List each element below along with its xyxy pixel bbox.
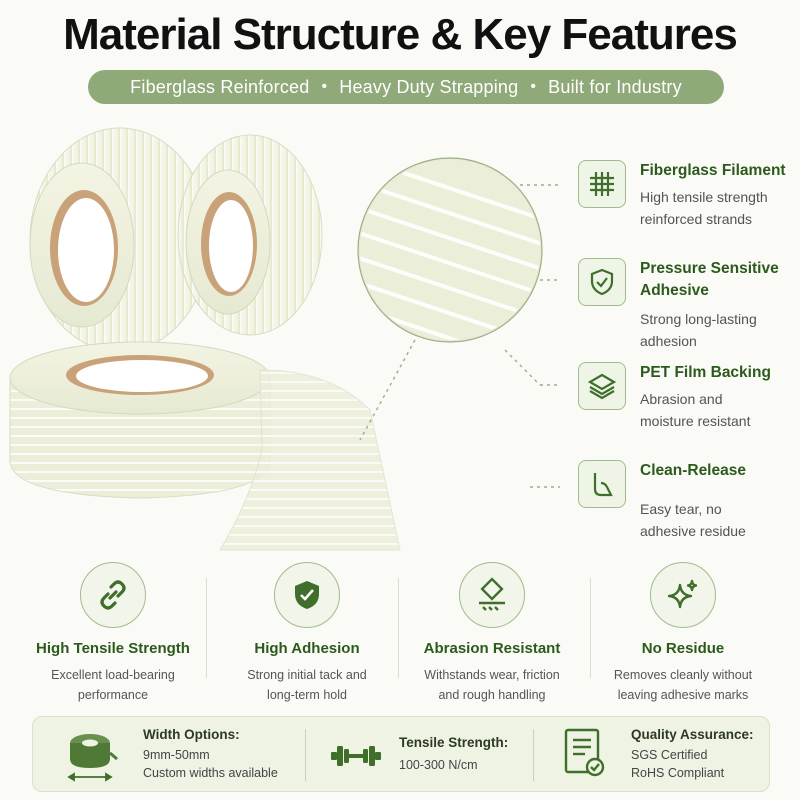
spec-width-options: Width Options: 9mm-50mm Custom widths av… — [61, 717, 311, 793]
spec-tensile-strength: Tensile Strength: 100-300 N/cm — [329, 717, 539, 793]
spec-quality-assurance: Quality Assurance: SGS Certified RoHS Co… — [563, 717, 768, 793]
badge-title: High Adhesion — [254, 640, 360, 657]
zoom-connector-line — [359, 339, 416, 441]
tape-roll-back-left — [29, 127, 211, 353]
spec-bar: Width Options: 9mm-50mm Custom widths av… — [32, 716, 770, 792]
tape-strip — [219, 369, 401, 551]
badge-row: High Tensile Strength Excellent load-bea… — [0, 562, 800, 702]
layers-icon — [578, 362, 626, 410]
badge-desc: Withstands wear, friction and rough hand… — [397, 665, 587, 705]
feature-desc-line: moisture resistant — [640, 413, 751, 429]
badge-high-tensile-strength: High Tensile Strength Excellent load-bea… — [18, 562, 208, 705]
feature-title: Pressure Sensitive Adhesive — [640, 258, 800, 302]
shield-check-icon — [578, 258, 626, 306]
feature-desc-line: adhesive residue — [640, 523, 746, 539]
spec-line: RoHS Compliant — [631, 766, 725, 780]
spec-title: Width Options: — [143, 727, 240, 742]
feature-desc-line: Strong long-lasting — [640, 311, 757, 327]
feature-desc: Easy tear, no adhesive residue — [640, 498, 790, 542]
tagline-separator: • — [530, 78, 537, 95]
tagline-separator: • — [321, 78, 328, 95]
badge-desc-line: Excellent load-bearing — [51, 668, 175, 682]
feature-desc-line: Abrasion and — [640, 391, 723, 407]
divider — [533, 729, 534, 781]
tape-roll-front — [9, 341, 271, 499]
feature-desc: Strong long-lasting adhesion — [640, 308, 790, 352]
spec-text: Width Options: 9mm-50mm Custom widths av… — [143, 727, 313, 780]
feature-desc-line: reinforced strands — [640, 211, 753, 227]
spec-line: Custom widths available — [143, 766, 278, 780]
badge-desc: Removes cleanly without leaving adhesive… — [588, 665, 778, 705]
abrasion-icon — [459, 562, 525, 628]
divider — [398, 578, 399, 678]
badge-desc-line: and rough handling — [438, 688, 546, 702]
zoom-detail-circle — [357, 157, 543, 343]
grid-icon — [578, 160, 626, 208]
badge-high-adhesion: High Adhesion Strong initial tack and lo… — [212, 562, 402, 705]
feature-desc-line: adhesion — [640, 333, 697, 349]
feature-title-line: Adhesive — [640, 282, 709, 299]
spec-title: Quality Assurance: — [631, 727, 754, 742]
spec-text: Tensile Strength: 100-300 N/cm — [399, 735, 539, 772]
shield-check-icon — [274, 562, 340, 628]
badge-title: No Residue — [641, 640, 725, 657]
spec-line: 9mm-50mm — [143, 748, 210, 762]
tape-roll-icon — [61, 729, 119, 788]
chain-link-icon — [80, 562, 146, 628]
tagline-item: Fiberglass Reinforced — [130, 76, 310, 97]
dumbbell-icon — [329, 741, 383, 776]
badge-desc-line: long-term hold — [267, 688, 347, 702]
tagline-bar: Fiberglass Reinforced • Heavy Duty Strap… — [88, 70, 724, 104]
badge-title: High Tensile Strength — [36, 640, 190, 657]
feature-title-line: Pressure Sensitive — [640, 260, 779, 277]
feature-desc-line: High tensile strength — [640, 189, 768, 205]
badge-title: Abrasion Resistant — [423, 640, 561, 657]
feature-title: Clean-Release — [640, 462, 746, 479]
tape-product-image — [9, 127, 560, 551]
sparkle-icon — [650, 562, 716, 628]
badge-desc-line: performance — [77, 688, 149, 702]
spec-title: Tensile Strength: — [399, 735, 509, 750]
badge-desc-line: Withstands wear, friction — [424, 668, 560, 682]
badge-desc: Excellent load-bearing performance — [18, 665, 208, 705]
divider — [590, 578, 591, 678]
callout-line — [504, 349, 541, 386]
feature-title: PET Film Backing — [640, 364, 771, 381]
feature-title: Fiberglass Filament — [640, 162, 786, 179]
tape-roll-back-right — [177, 134, 323, 336]
certificate-icon — [563, 727, 607, 788]
badge-desc-line: Strong initial tack and — [247, 668, 367, 682]
badge-desc-line: leaving adhesive marks — [617, 688, 749, 702]
spec-line: 100-300 N/cm — [399, 758, 478, 772]
badge-desc: Strong initial tack and long-term hold — [212, 665, 402, 705]
divider — [305, 729, 306, 781]
badge-no-residue: No Residue Removes cleanly without leavi… — [588, 562, 778, 705]
divider — [206, 578, 207, 678]
tagline-item: Heavy Duty Strapping — [339, 76, 519, 97]
page-title: Material Structure & Key Features — [63, 10, 738, 59]
feature-desc-line: Easy tear, no — [640, 501, 722, 517]
tagline-item: Built for Industry — [548, 76, 682, 97]
feature-desc: Abrasion and moisture resistant — [640, 388, 790, 432]
badge-abrasion-resistant: Abrasion Resistant Withstands wear, fric… — [397, 562, 587, 705]
badge-desc-line: Removes cleanly without — [613, 668, 753, 682]
spec-line: SGS Certified — [631, 748, 708, 762]
feature-desc: High tensile strength reinforced strands — [640, 186, 790, 230]
spec-text: Quality Assurance: SGS Certified RoHS Co… — [631, 727, 771, 780]
peel-icon — [578, 460, 626, 508]
